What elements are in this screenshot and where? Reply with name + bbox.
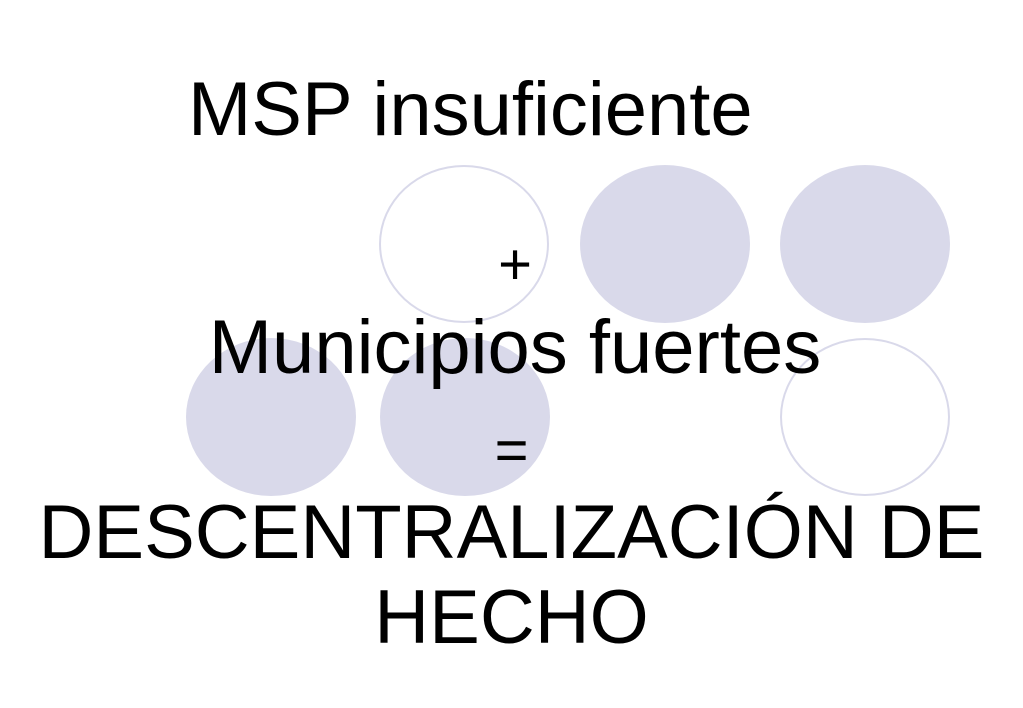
decorative-circle-outline (780, 338, 950, 496)
decorative-circle-filled (186, 338, 356, 496)
decorative-circle-filled (580, 165, 750, 323)
slide-line-municipios: Municipios fuertes (208, 305, 822, 390)
plus-sign: + (498, 232, 532, 297)
decorative-circle-outline (379, 165, 549, 323)
decorative-circle-filled (780, 165, 950, 323)
slide-result-line2: HECHO (374, 575, 649, 660)
slide-title: MSP insuficiente (188, 67, 753, 152)
decorative-circle-filled (380, 338, 550, 496)
equals-sign: = (494, 418, 529, 483)
slide-result-line1: DESCENTRALIZACIÓN DE (38, 490, 985, 575)
